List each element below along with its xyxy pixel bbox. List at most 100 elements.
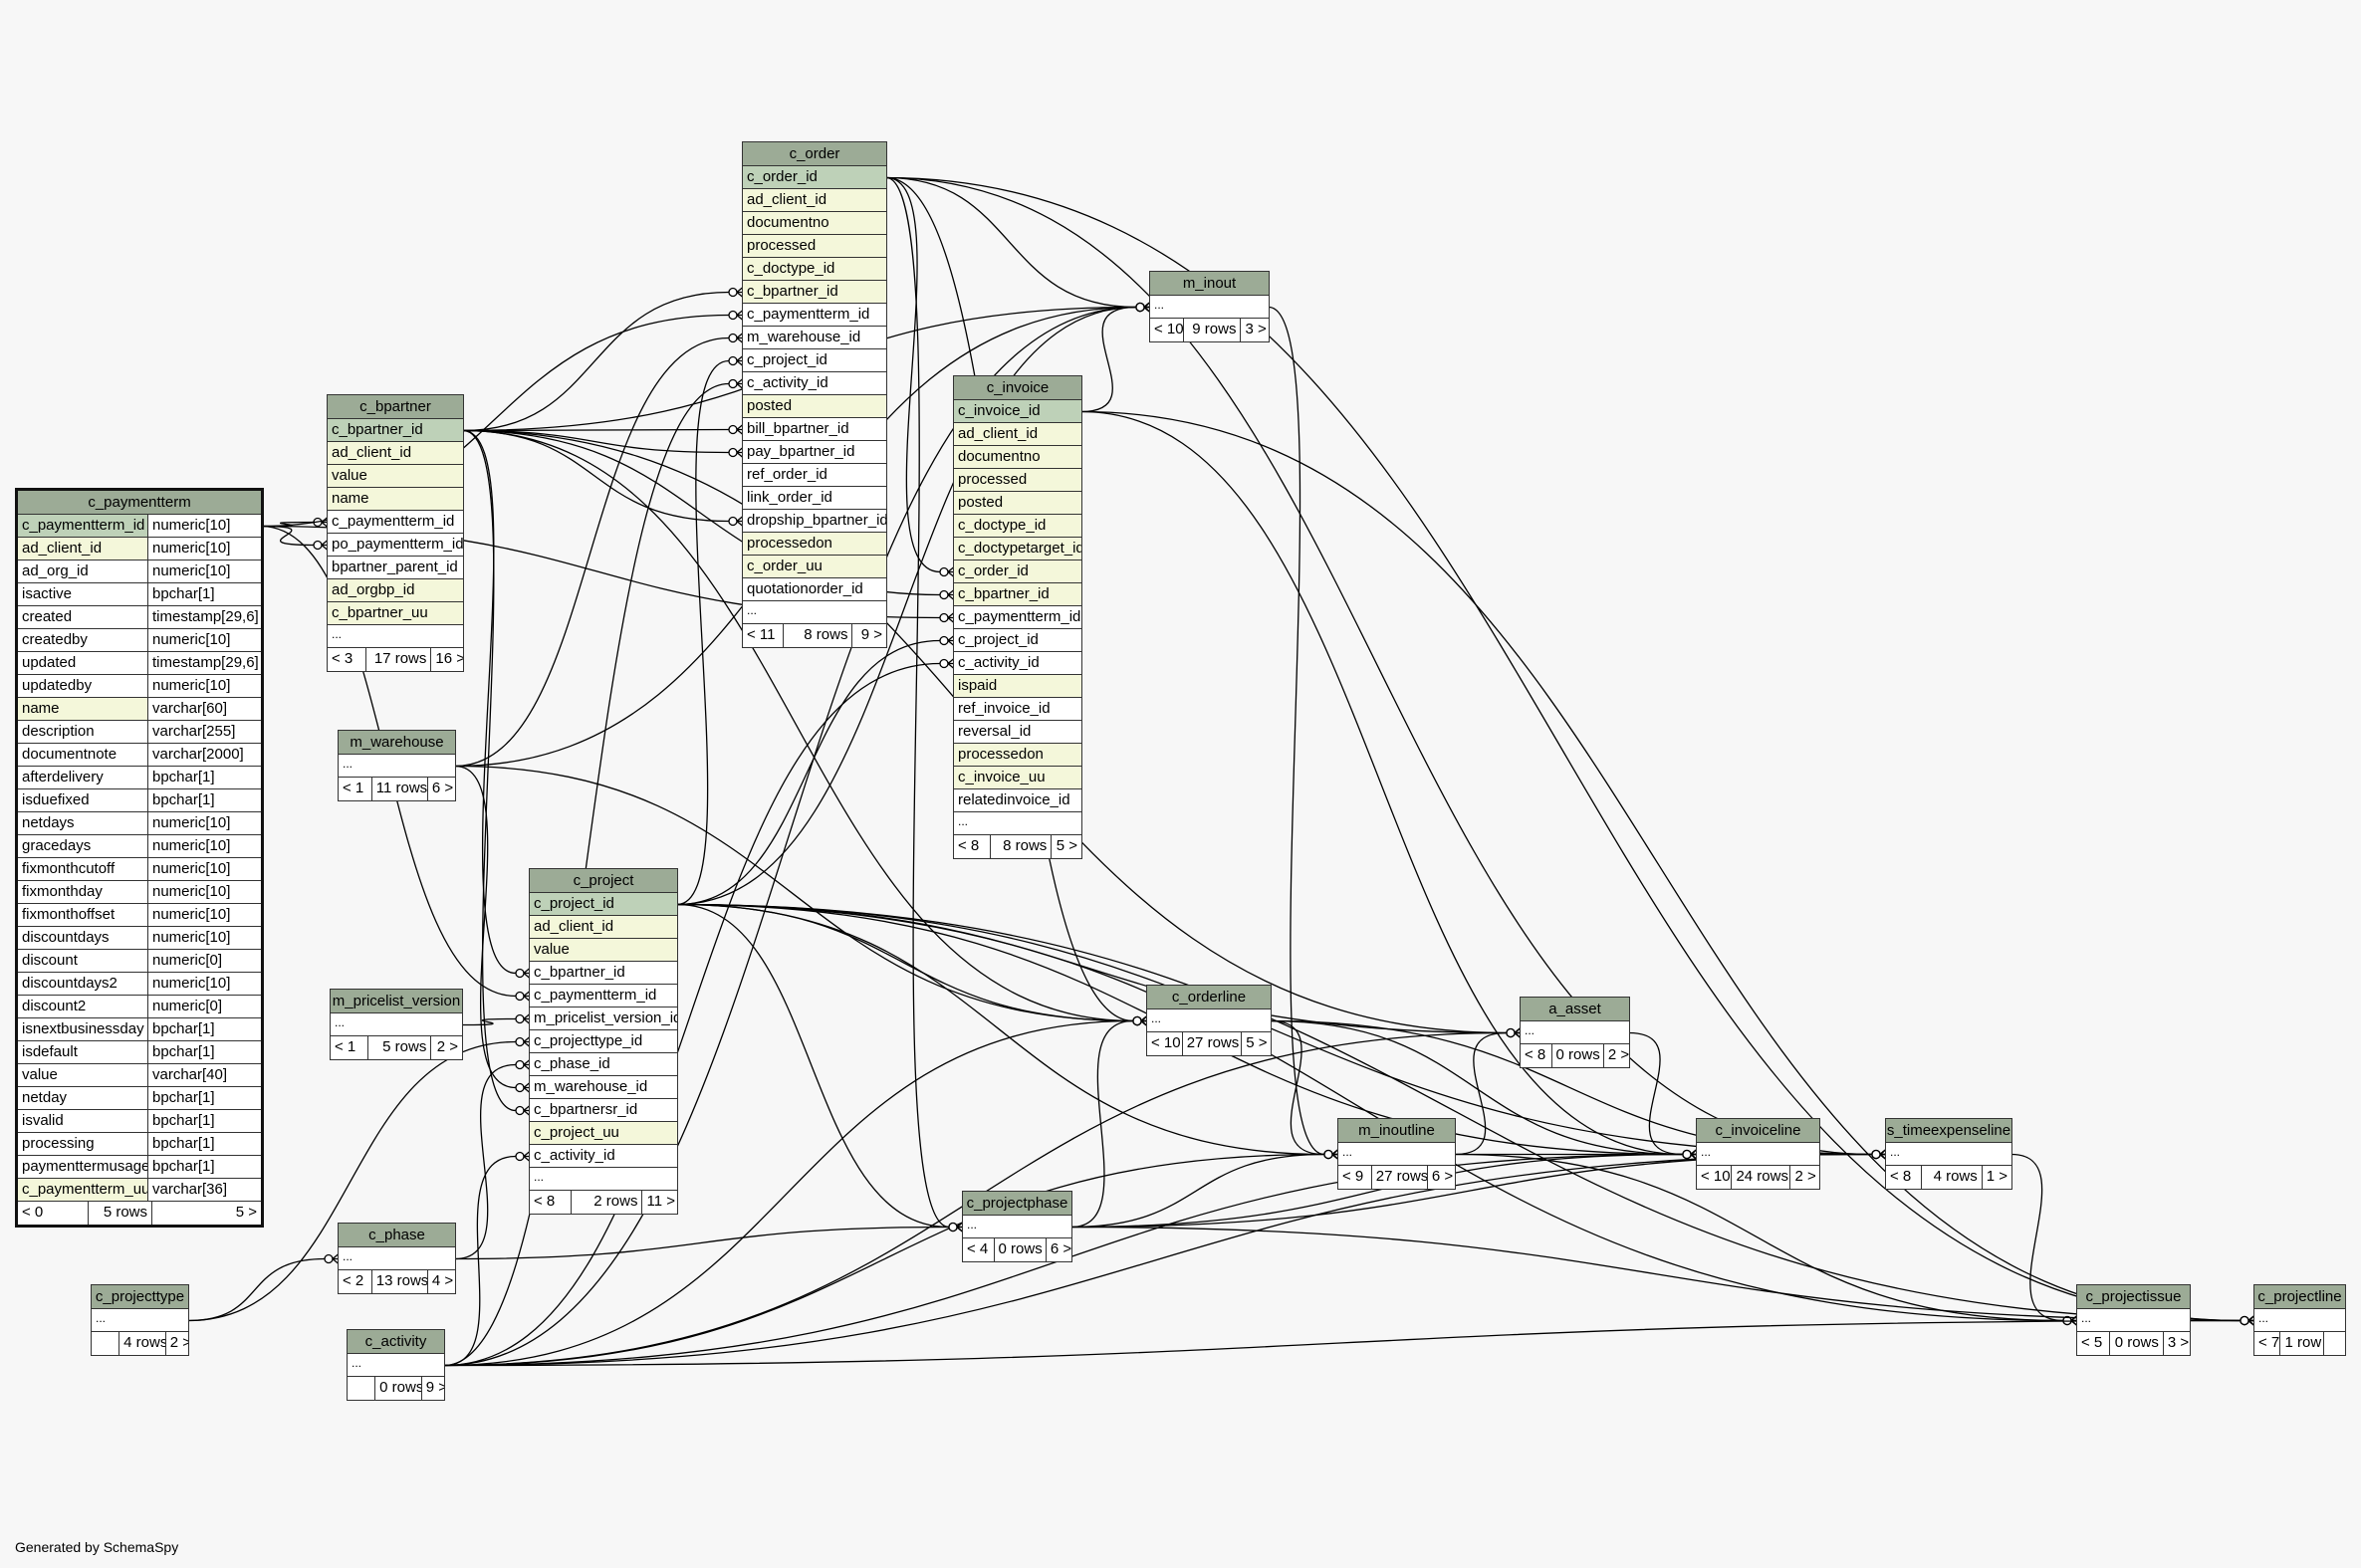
children-link[interactable]: 9 >: [420, 1377, 444, 1400]
table-title[interactable]: c_projectline: [2254, 1285, 2345, 1309]
column-row[interactable]: posted: [954, 492, 1081, 515]
column-row[interactable]: ad_client_id: [954, 423, 1081, 446]
column-row[interactable]: c_paymentterm_id: [328, 511, 463, 534]
column-row[interactable]: c_project_id: [743, 349, 886, 372]
children-link[interactable]: 2 >: [164, 1332, 188, 1355]
children-link[interactable]: 5 >: [151, 1202, 261, 1225]
column-row[interactable]: c_paymentterm_id: [954, 606, 1081, 629]
more-columns-row[interactable]: ...: [2077, 1309, 2190, 1332]
column-row[interactable]: ref_order_id: [743, 464, 886, 487]
more-columns-row[interactable]: ...: [339, 755, 455, 778]
parents-link[interactable]: < 1: [335, 1038, 356, 1055]
more-columns-row[interactable]: ...: [348, 1354, 444, 1377]
more-columns-row[interactable]: ...: [1886, 1143, 2011, 1166]
column-row[interactable]: ad_client_id: [328, 442, 463, 465]
children-link[interactable]: 2 >: [1602, 1044, 1629, 1067]
parents-link[interactable]: < 2: [343, 1272, 364, 1289]
column-row[interactable]: name: [328, 488, 463, 511]
column-row[interactable]: processed: [743, 235, 886, 258]
column-row[interactable]: c_invoice_uu: [954, 767, 1081, 789]
children-link[interactable]: 6 >: [1045, 1238, 1071, 1261]
more-columns-row[interactable]: ...: [1150, 296, 1269, 319]
column-row[interactable]: c_project_id: [530, 893, 677, 916]
parents-link[interactable]: < 5: [2081, 1334, 2103, 1351]
table-title[interactable]: c_order: [743, 142, 886, 166]
more-columns-row[interactable]: ...: [328, 625, 463, 648]
column-row[interactable]: m_pricelist_version_id: [530, 1008, 677, 1030]
column-row[interactable]: value: [530, 939, 677, 962]
parents-link[interactable]: < 10: [1151, 1034, 1181, 1051]
table-title[interactable]: a_asset: [1521, 998, 1629, 1021]
more-columns-row[interactable]: ...: [1338, 1143, 1455, 1166]
parents-link[interactable]: < 10: [1154, 321, 1184, 337]
column-row[interactable]: pay_bpartner_id: [743, 441, 886, 464]
column-row[interactable]: c_activity_id: [743, 372, 886, 395]
column-row[interactable]: c_doctype_id: [743, 258, 886, 281]
table-title[interactable]: c_phase: [339, 1224, 455, 1247]
column-row[interactable]: c_doctype_id: [954, 515, 1081, 538]
column-row[interactable]: documentno: [743, 212, 886, 235]
parents-link[interactable]: < 8: [1525, 1046, 1546, 1063]
parents-link[interactable]: < 8: [958, 837, 980, 854]
table-title[interactable]: m_inoutline: [1338, 1119, 1455, 1143]
column-row[interactable]: c_phase_id: [530, 1053, 677, 1076]
table-title[interactable]: m_inout: [1150, 272, 1269, 296]
parents-link[interactable]: < 8: [1890, 1168, 1912, 1185]
parents-link[interactable]: < 7: [2258, 1334, 2280, 1351]
children-link[interactable]: 11 >: [641, 1191, 677, 1214]
column-row[interactable]: processedon: [954, 744, 1081, 767]
column-row[interactable]: c_bpartner_id: [530, 962, 677, 985]
table-title[interactable]: c_activity: [348, 1330, 444, 1354]
column-row[interactable]: c_order_id: [743, 166, 886, 189]
column-row[interactable]: m_warehouse_id: [530, 1076, 677, 1099]
column-row[interactable]: c_bpartnersr_id: [530, 1099, 677, 1122]
more-columns-row[interactable]: ...: [530, 1168, 677, 1191]
parents-link[interactable]: < 1: [343, 780, 364, 796]
column-row[interactable]: quotationorder_id: [743, 578, 886, 601]
column-row[interactable]: reversal_id: [954, 721, 1081, 744]
table-title[interactable]: c_project: [530, 869, 677, 893]
column-row[interactable]: bill_bpartner_id: [743, 418, 886, 441]
children-link[interactable]: 6 >: [426, 778, 455, 800]
parents-link[interactable]: < 9: [1342, 1168, 1364, 1185]
column-row[interactable]: ad_client_id: [743, 189, 886, 212]
children-link[interactable]: 9 >: [851, 624, 886, 647]
column-row[interactable]: c_projecttype_id: [530, 1030, 677, 1053]
table-title[interactable]: c_projecttype: [92, 1285, 188, 1309]
column-row[interactable]: c_activity_id: [530, 1145, 677, 1168]
column-row[interactable]: c_bpartner_id: [328, 419, 463, 442]
column-row[interactable]: c_project_id: [954, 629, 1081, 652]
children-link[interactable]: 4 >: [426, 1270, 455, 1293]
children-link[interactable]: 5 >: [1241, 1032, 1271, 1055]
parents-link[interactable]: < 3: [332, 650, 354, 667]
column-row[interactable]: c_bpartner_id: [954, 583, 1081, 606]
table-title[interactable]: c_invoiceline: [1697, 1119, 1819, 1143]
